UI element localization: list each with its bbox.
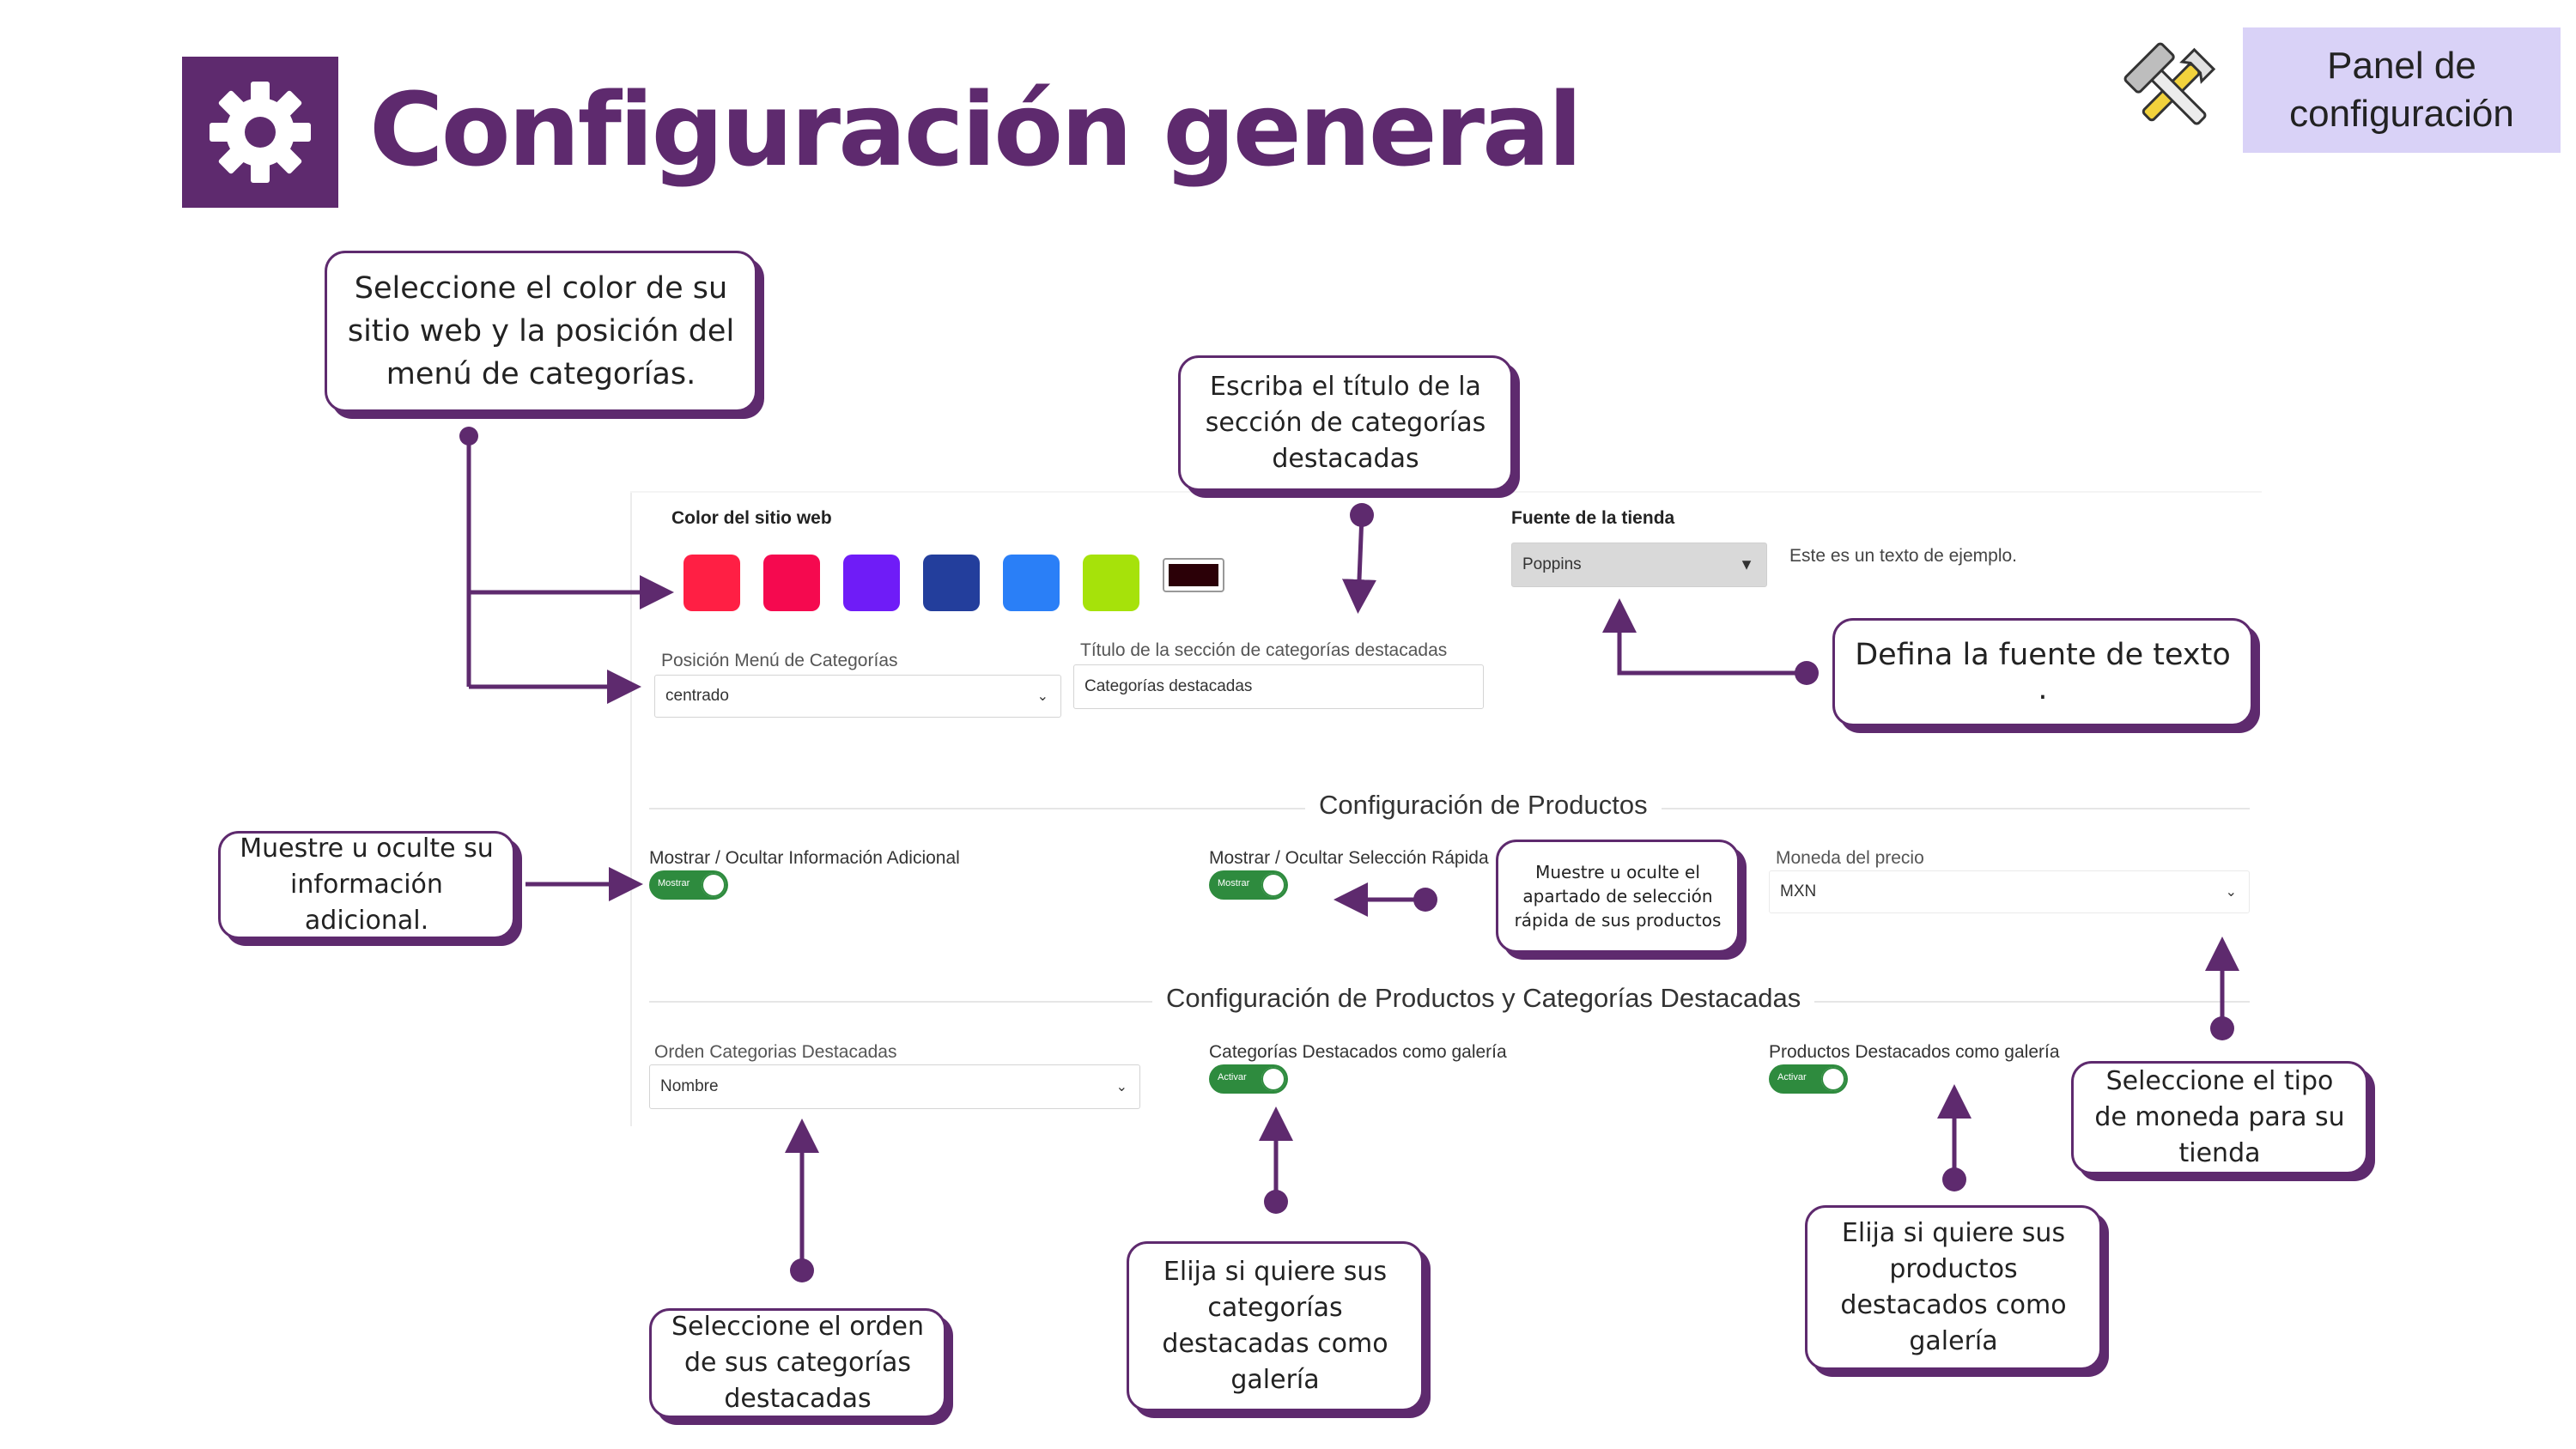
color-swatch-navy[interactable] xyxy=(923,555,980,611)
store-font-value: Poppins xyxy=(1522,555,1582,573)
site-color-label: Color del sitio web xyxy=(671,508,832,528)
category-order-label: Orden Categorias Destacadas xyxy=(654,1042,897,1062)
quick-select-label: Mostrar / Ocultar Selección Rápida xyxy=(1209,848,1489,868)
category-menu-position-select[interactable]: centrado ⌄ xyxy=(654,675,1061,718)
settings-gear-icon xyxy=(182,57,338,208)
panel-top-border xyxy=(630,491,2262,493)
toggle-state-label: Activar xyxy=(1777,1072,1807,1082)
color-swatch-pink[interactable] xyxy=(763,555,820,611)
callout-section-title: Escriba el título de la sección de categ… xyxy=(1178,355,1513,491)
toggle-state-label: Mostrar xyxy=(658,878,690,888)
font-sample-text: Este es un texto de ejemplo. xyxy=(1789,546,2017,566)
callout-categories-gallery: Elija si quiere sus categorías destacada… xyxy=(1127,1241,1424,1411)
featured-section-title-value: Categorías destacadas xyxy=(1084,677,1253,695)
connector-section-title xyxy=(1342,514,1376,614)
additional-info-toggle[interactable]: Mostrar xyxy=(649,870,728,900)
products-section-title: Configuración de Productos xyxy=(1305,790,1662,821)
callout-currency: Seleccione el tipo de moneda para su tie… xyxy=(2071,1061,2368,1174)
color-swatch-blue[interactable] xyxy=(1003,555,1060,611)
callout-category-order: Seleccione el orden de sus categorías de… xyxy=(649,1308,946,1418)
currency-label: Moneda del precio xyxy=(1776,848,1924,868)
tools-icon xyxy=(2121,41,2224,141)
config-panel-badge: Panel de configuración xyxy=(2243,27,2561,153)
additional-info-label: Mostrar / Ocultar Información Adicional xyxy=(649,848,960,868)
category-menu-position-value: centrado xyxy=(665,687,729,705)
chevron-down-icon: ⌄ xyxy=(2225,885,2237,900)
quick-select-toggle[interactable]: Mostrar xyxy=(1209,870,1288,900)
products-gallery-toggle[interactable]: Activar xyxy=(1769,1064,1848,1094)
store-font-select[interactable]: Poppins ▼ xyxy=(1511,543,1767,587)
callout-font: Defina la fuente de texto . xyxy=(1832,618,2253,726)
custom-color-picker[interactable] xyxy=(1163,558,1224,592)
chevron-down-icon: ⌄ xyxy=(1036,689,1048,704)
color-swatch-red[interactable] xyxy=(683,555,740,611)
featured-section-title: Configuración de Productos y Categorías … xyxy=(1152,983,1815,1014)
products-gallery-label: Productos Destacados como galería xyxy=(1769,1042,2060,1062)
toggle-state-label: Activar xyxy=(1218,1072,1247,1082)
currency-value: MXN xyxy=(1780,882,1817,900)
color-swatch-purple[interactable] xyxy=(843,555,900,611)
custom-color-swatch xyxy=(1169,564,1218,586)
callout-products-gallery: Elija si quiere sus productos destacados… xyxy=(1805,1205,2102,1370)
featured-section-title-label: Título de la sección de categorías desta… xyxy=(1080,640,1448,660)
toggle-knob xyxy=(1261,1067,1285,1091)
toggle-knob xyxy=(1821,1067,1845,1091)
categories-gallery-label: Categorías Destacados como galería xyxy=(1209,1042,1507,1062)
categories-gallery-toggle[interactable]: Activar xyxy=(1209,1064,1288,1094)
page-title: Configuración general xyxy=(369,70,1583,189)
toggle-knob xyxy=(702,873,726,897)
toggle-knob xyxy=(1261,873,1285,897)
store-font-label: Fuente de la tienda xyxy=(1511,508,1675,528)
category-menu-position-label: Posición Menú de Categorías xyxy=(661,651,898,670)
dropdown-caret-icon: ▼ xyxy=(1739,555,1754,573)
featured-section-title-input[interactable]: Categorías destacadas xyxy=(1073,664,1484,709)
callout-color-position: Seleccione el color de su sitio web y la… xyxy=(325,251,757,412)
gear-icon xyxy=(210,82,311,183)
category-order-value: Nombre xyxy=(660,1077,719,1095)
toggle-state-label: Mostrar xyxy=(1218,878,1250,888)
currency-select[interactable]: MXN ⌄ xyxy=(1769,870,2250,913)
color-swatch-lime[interactable] xyxy=(1083,555,1139,611)
panel-left-border xyxy=(630,491,632,1126)
callout-additional-info: Muestre u oculte su información adiciona… xyxy=(218,831,515,939)
chevron-down-icon: ⌄ xyxy=(1115,1080,1127,1094)
callout-quick-select: Muestre u oculte el apartado de selecció… xyxy=(1496,840,1740,953)
connector-font xyxy=(1602,598,1807,676)
category-order-select[interactable]: Nombre ⌄ xyxy=(649,1064,1140,1109)
